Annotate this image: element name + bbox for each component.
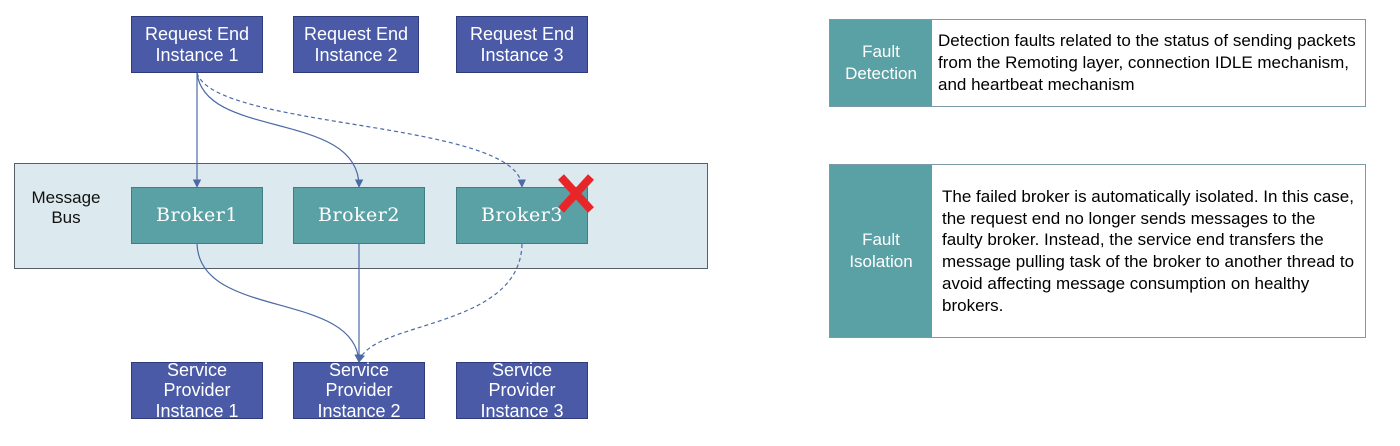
service-provider-instance-3: Service Provider Instance 3 [456, 360, 588, 421]
fault-detection-title: Fault Detection [830, 20, 932, 106]
broker-1: Broker1 [131, 187, 263, 244]
broker-2: Broker2 [293, 187, 425, 244]
fault-isolation-title: Fault Isolation [830, 165, 932, 337]
request-end-instance-1: Request End Instance 1 [131, 16, 263, 73]
service-provider-instance-1: Service Provider Instance 1 [131, 360, 263, 421]
broker-3: Broker3 [456, 187, 588, 244]
fault-isolation-text: The failed broker is automatically isola… [942, 186, 1355, 315]
message-bus-label: Message Bus [31, 188, 101, 228]
fault-isolation-panel: Fault Isolation The failed broker is aut… [829, 164, 1366, 338]
request-end-instance-3: Request End Instance 3 [456, 16, 588, 73]
request-end-instance-2: Request End Instance 2 [293, 16, 419, 73]
fault-detection-panel: Fault Detection Detection faults related… [829, 19, 1366, 107]
fault-detection-text: Detection faults related to the status o… [938, 31, 1356, 94]
service-provider-instance-2: Service Provider Instance 2 [293, 360, 425, 421]
